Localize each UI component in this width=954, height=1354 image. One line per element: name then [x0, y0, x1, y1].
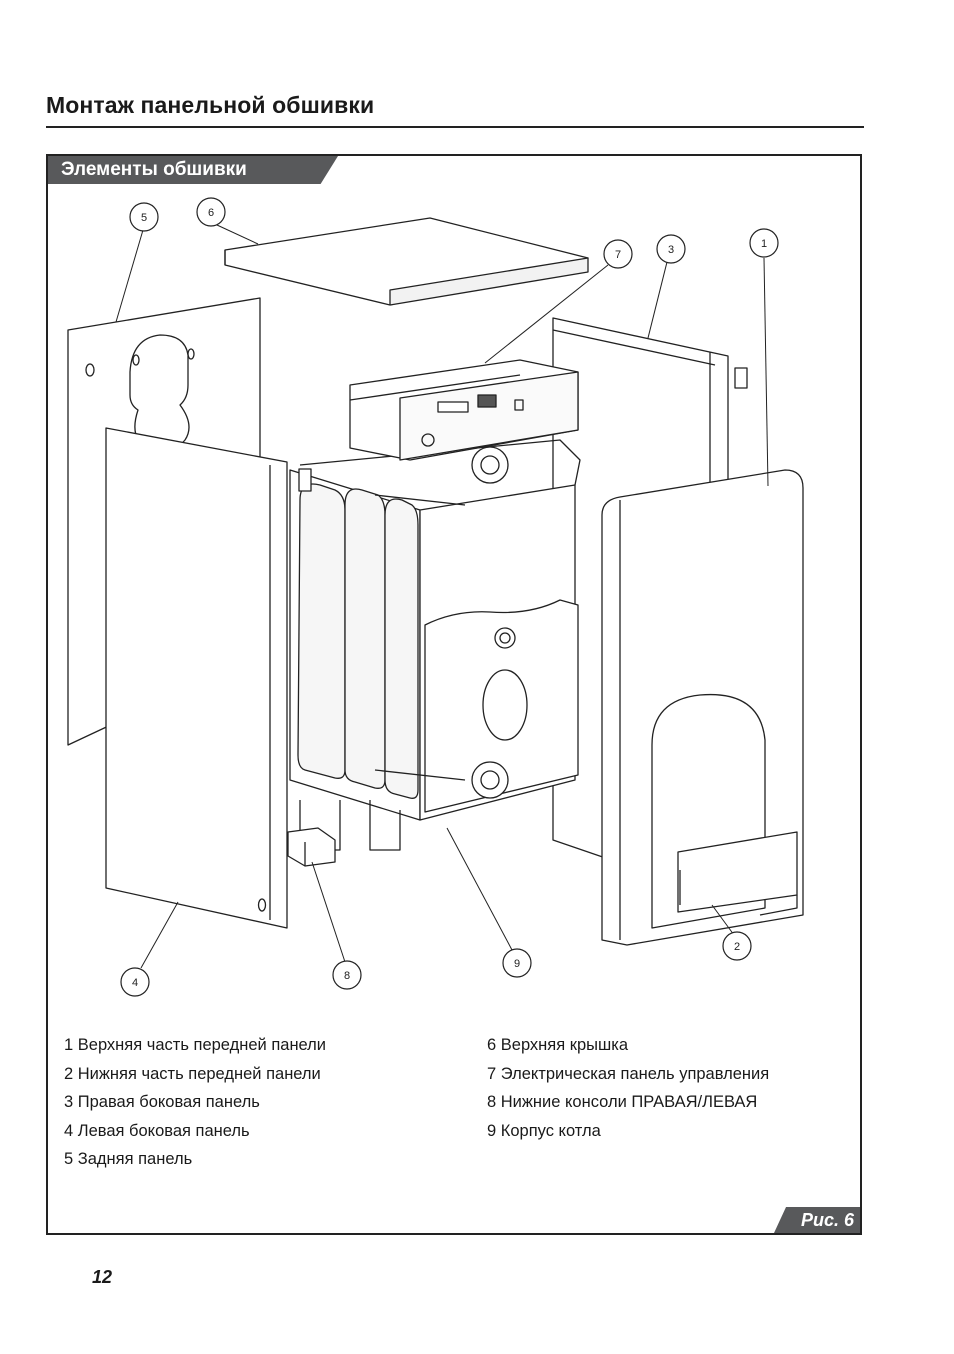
callout-6: 6 [196, 197, 226, 227]
svg-text:8: 8 [344, 970, 350, 982]
svg-text:6: 6 [208, 207, 214, 219]
callout-5: 5 [129, 202, 159, 232]
svg-text:4: 4 [132, 977, 138, 989]
figure-frame: Элементы обшивки Рис. 6 [46, 154, 862, 1235]
legend-item: 1 Верхняя часть передней панели [64, 1036, 327, 1054]
control-panel-drawing [349, 359, 579, 461]
legend-item: 8 Нижние консоли ПРАВАЯ/ЛЕВАЯ [487, 1093, 758, 1111]
callout-3: 3 [656, 234, 686, 264]
page-title: Монтаж панельной обшивки [46, 92, 375, 118]
boiler-body-drawing [289, 439, 581, 851]
callout-markers: 1 2 3 4 5 6 7 8 [120, 197, 779, 997]
svg-text:9: 9 [514, 958, 520, 970]
section-title: Элементы обшивки [48, 156, 338, 184]
figure-label: Рис. 6 [774, 1207, 860, 1233]
callout-1: 1 [749, 228, 779, 258]
lower-brackets-drawing [287, 827, 336, 867]
legend-left-column: 1 Верхняя часть передней панели 2 Нижняя… [64, 1034, 326, 1177]
legend-item: 3 Правая боковая панель [64, 1093, 260, 1111]
legend-right-column: 6 Верхняя крышка 7 Электрическая панель … [487, 1034, 769, 1148]
callout-4: 4 [120, 967, 150, 997]
callout-8: 8 [332, 960, 362, 990]
legend-item: 7 Электрическая панель управления [487, 1064, 770, 1083]
svg-text:3: 3 [668, 244, 674, 256]
left-side-panel-drawing [105, 427, 312, 929]
leader-lines [115, 224, 769, 969]
callout-7: 7 [603, 239, 633, 269]
legend-item: 9 Корпус котла [487, 1121, 601, 1140]
svg-text:2: 2 [734, 941, 740, 953]
title-rule [46, 126, 864, 128]
callout-9: 9 [502, 948, 532, 978]
lower-front-panel-drawing [677, 831, 798, 916]
legend-item: 4 Левая боковая панель [64, 1121, 250, 1140]
legend-item: 6 Верхняя крышка [487, 1036, 628, 1054]
svg-text:5: 5 [141, 212, 147, 224]
svg-text:1: 1 [761, 238, 767, 250]
top-cover-drawing [224, 217, 589, 306]
page-number: 12 [92, 1267, 113, 1287]
legend-item: 5 Задняя панель [64, 1150, 193, 1168]
callout-2: 2 [722, 931, 752, 961]
exploded-boiler-diagram: 1 2 3 4 5 6 7 8 [67, 197, 804, 997]
legend-item: 2 Нижняя часть передней панели [64, 1064, 321, 1083]
svg-text:7: 7 [615, 249, 621, 261]
